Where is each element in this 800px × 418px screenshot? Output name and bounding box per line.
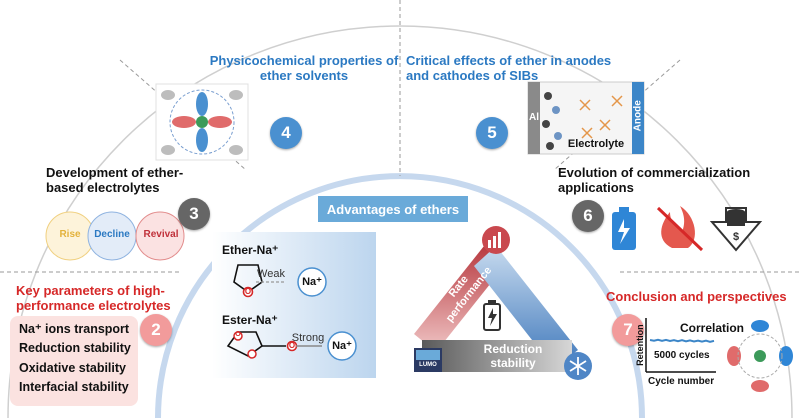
decline-label: Decline: [94, 229, 130, 240]
reduction-stability-label: Reduction stability: [458, 342, 568, 371]
evolution-line1: Evolution of commercialization: [558, 165, 751, 180]
key-param-item-1: Reduction stability: [19, 341, 131, 356]
development-line2: based electrolytes: [46, 179, 160, 195]
advantages-banner: Advantages of ethers: [318, 196, 468, 222]
key-param-item-3: Interfacial stability: [19, 379, 129, 394]
key-param-item-2: Oxidative stability: [19, 360, 126, 375]
ester-strong-label: Strong: [291, 332, 325, 344]
key-parameters-heading: Key parameters of high- performance elec…: [16, 283, 196, 314]
history-circles: [45, 211, 185, 261]
physicochemical-line1: Physicochemical properties of: [209, 53, 399, 68]
critical-effects-line1: Critical effects of ether in anodes: [406, 53, 612, 68]
reduction-line1: Reduction: [483, 342, 543, 356]
svg-text:$: $: [733, 231, 739, 243]
node-3: 3: [178, 198, 210, 230]
node-5: 5: [476, 117, 508, 149]
ester-na-ion: Na⁺: [332, 340, 352, 352]
ether-oxygen: O: [244, 287, 252, 296]
electrolyte-label: Electrolyte: [567, 138, 625, 150]
no-fire-icon: [656, 206, 704, 252]
snowflake-icon: [564, 352, 592, 380]
ether-title: Ether-Na⁺: [222, 243, 279, 257]
ester-oxygen-ring: O: [235, 331, 241, 338]
critical-effects-heading: Critical effects of ether in anodes and …: [406, 53, 646, 84]
correlation-molecule: [727, 320, 793, 392]
node-2: 2: [140, 314, 172, 346]
cycle-number-label: Cycle number: [648, 376, 715, 387]
battery-icon: [612, 207, 636, 250]
development-heading: Development of ether- based electrolytes: [46, 165, 206, 196]
key-parameters-line1: Key parameters of high-: [16, 283, 165, 298]
solvation-illustration: [155, 83, 249, 161]
ester-oxygen-carbonyl: O: [288, 341, 296, 350]
advantages-triangle: [414, 226, 592, 380]
money-arrow-icon: $: [709, 207, 763, 252]
retention-y-label: Retention: [634, 324, 645, 366]
al-label: Al: [529, 112, 539, 123]
ether-na-ion: Na⁺: [302, 276, 322, 288]
lumo-icon: [414, 348, 442, 372]
cycles-annotation: 5000 cycles: [654, 350, 710, 361]
rise-label: Rise: [59, 229, 81, 240]
anode-label: Anode: [632, 100, 644, 132]
ester-title: Ester-Na⁺: [222, 313, 278, 327]
section-dividers: [0, 0, 800, 273]
battery-center-icon: [483, 300, 501, 331]
retention-curve: [649, 338, 715, 343]
bar-chart-icon: [482, 226, 510, 254]
evolution-line2: applications: [558, 179, 634, 195]
conclusion-heading: Conclusion and perspectives: [606, 289, 787, 304]
ether-ester-panel: [212, 232, 376, 378]
revival-label: Revival: [143, 229, 179, 240]
reduction-line2: stability: [490, 355, 536, 370]
node-4: 4: [270, 117, 302, 149]
critical-effects-line2: and cathodes of SIBs: [406, 67, 539, 83]
electrode-illustration: [527, 81, 645, 155]
key-parameters-list: Na⁺ ions transport Reduction stability O…: [10, 316, 138, 406]
key-param-item-0: Na⁺ ions transport: [19, 322, 130, 336]
lumo-label: LUMO: [419, 362, 437, 368]
physicochemical-line2: ether solvents: [259, 67, 349, 83]
node-6: 6: [572, 200, 604, 232]
node-7: 7: [612, 314, 644, 346]
ether-weak-label: Weak: [257, 268, 285, 280]
correlation-title: Correlation: [680, 321, 745, 335]
physicochemical-heading: Physicochemical properties of ether solv…: [204, 53, 404, 84]
key-parameters-line2: performance electrolytes: [16, 297, 171, 313]
commercialization-icons: $: [612, 206, 763, 252]
retention-plot: [645, 318, 716, 373]
evolution-heading: Evolution of commercialization applicati…: [558, 165, 778, 196]
inner-arc: [155, 173, 645, 418]
development-line1: Development of ether-: [46, 165, 184, 180]
